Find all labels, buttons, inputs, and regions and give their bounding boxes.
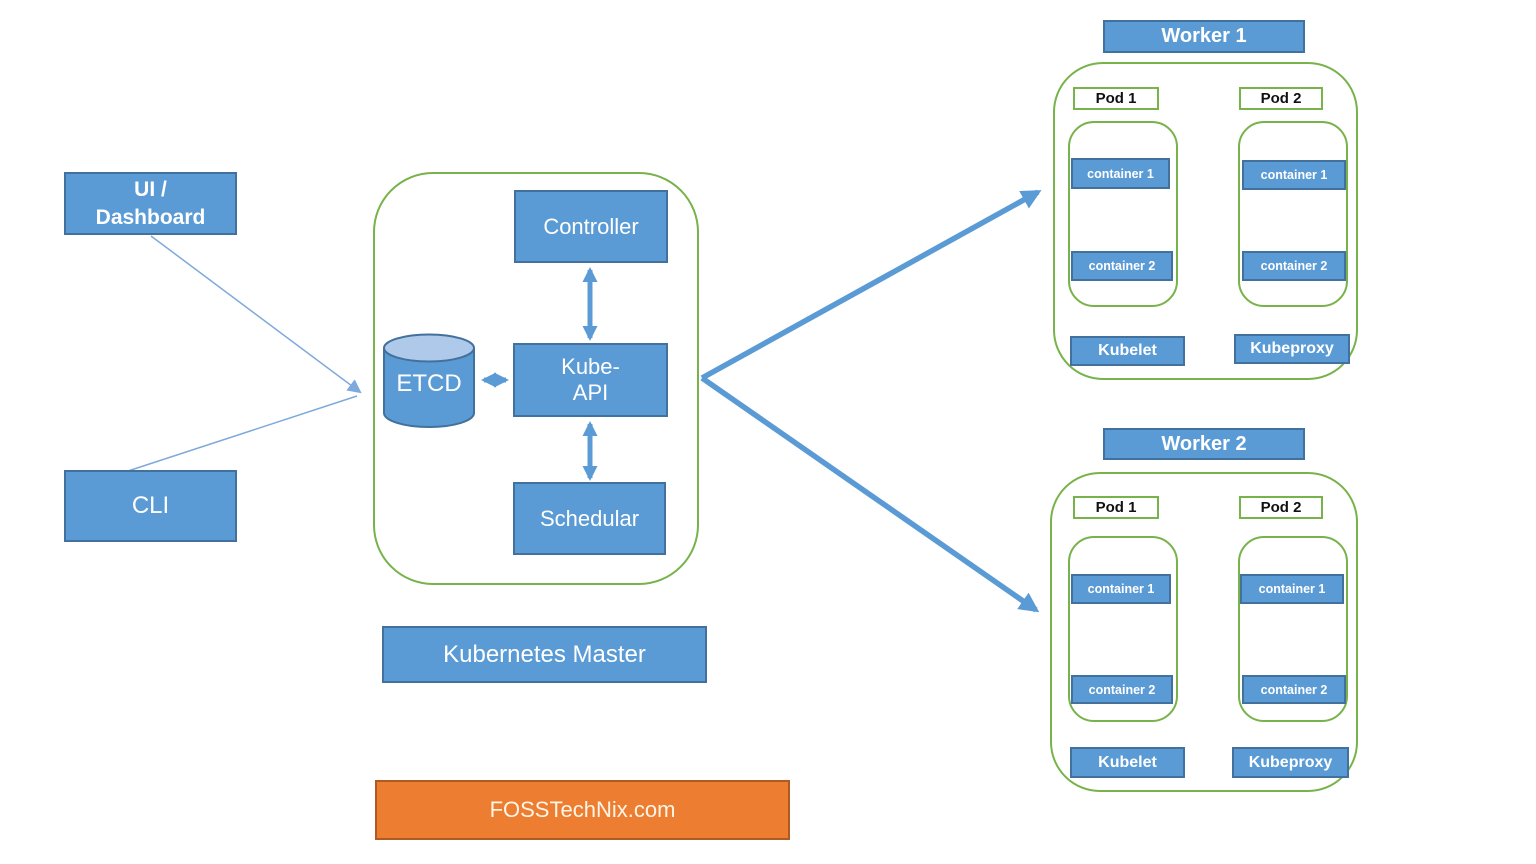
arrow-master-to-worker1 (700, 189, 1042, 381)
worker1-kubeproxy-box: Kubeproxy (1234, 334, 1350, 364)
arrow-ui-to-master (150, 235, 362, 394)
worker1-title-box: Worker 1 (1103, 20, 1305, 53)
arrow-cli-to-master (127, 395, 358, 472)
worker1-kubelet-label: Kubelet (1098, 342, 1157, 359)
etcd-cylinder: ETCD (382, 332, 476, 429)
ui-dashboard-box: UI / Dashboard (64, 172, 237, 235)
worker1-pod1-label-box: Pod 1 (1073, 87, 1159, 110)
worker2-kubelet-label: Kubelet (1098, 753, 1157, 771)
worker1-outline (1053, 62, 1358, 380)
worker1-pod2-container1-label: container 1 (1260, 168, 1328, 182)
worker1-pod1-label: Pod 1 (1095, 90, 1137, 107)
kube-api-line1: Kube- (561, 354, 620, 379)
ui-dashboard-line1: UI / (134, 177, 167, 201)
worker2-pod2-box (1238, 536, 1348, 722)
worker1-pod2-container2-label: container 2 (1260, 259, 1328, 273)
worker1-kubelet-box: Kubelet (1070, 336, 1185, 366)
etcd-database-icon (383, 333, 475, 428)
brand-label: FOSSTechNix.com (489, 797, 676, 822)
kubernetes-master-label: Kubernetes Master (443, 640, 646, 668)
worker1-pod2-container1: container 1 (1242, 160, 1346, 190)
schedular-label: Schedular (539, 505, 640, 531)
worker2-pod2-label-box: Pod 2 (1239, 496, 1323, 519)
arrow-master-to-worker2 (700, 375, 1040, 613)
controller-label: Controller (543, 213, 639, 239)
ui-dashboard-line2: Dashboard (95, 205, 206, 229)
worker1-pod2-box (1238, 121, 1348, 307)
cli-box: CLI (64, 470, 237, 542)
worker2-kubeproxy-box: Kubeproxy (1232, 747, 1349, 778)
worker1-pod2-label-box: Pod 2 (1239, 87, 1323, 110)
worker2-pod1-box (1068, 536, 1178, 722)
worker2-pod2-container2-label: container 2 (1260, 682, 1328, 697)
kube-api-box: Kube- API (513, 343, 668, 417)
controller-box: Controller (514, 190, 668, 263)
worker1-pod2-container2: container 2 (1242, 251, 1346, 281)
worker2-outline (1050, 472, 1358, 792)
worker1-kubeproxy-label: Kubeproxy (1250, 340, 1334, 357)
worker2-title: Worker 2 (1161, 432, 1247, 455)
worker2-kubeproxy-label: Kubeproxy (1248, 753, 1333, 771)
worker2-pod1-container1: container 1 (1071, 574, 1171, 604)
worker2-pod1-label-box: Pod 1 (1073, 496, 1159, 519)
etcd-label: ETCD (396, 370, 462, 397)
kube-api-line2: API (572, 380, 609, 405)
worker2-pod1-label: Pod 1 (1095, 499, 1137, 516)
worker2-pod2-container1: container 1 (1240, 574, 1344, 604)
worker1-pod1-box (1068, 121, 1178, 307)
worker1-pod1-container1: container 1 (1071, 158, 1170, 189)
cli-label: CLI (131, 492, 170, 519)
schedular-box: Schedular (513, 482, 666, 555)
worker2-pod1-container2: container 2 (1071, 675, 1173, 704)
worker2-pod1-container1-label: container 1 (1087, 582, 1155, 596)
worker2-pod2-label: Pod 2 (1260, 499, 1302, 516)
worker1-pod1-container1-label: container 1 (1087, 166, 1154, 181)
brand-banner: FOSSTechNix.com (375, 780, 790, 840)
worker1-title: Worker 1 (1161, 25, 1247, 47)
worker2-pod1-container2-label: container 2 (1088, 682, 1156, 697)
worker2-title-box: Worker 2 (1103, 428, 1305, 460)
worker2-pod2-container1-label: container 1 (1258, 582, 1326, 596)
worker1-pod1-container2-label: container 2 (1088, 259, 1156, 273)
worker1-pod1-container2: container 2 (1071, 251, 1173, 281)
worker2-kubelet-box: Kubelet (1070, 747, 1185, 778)
master-node-outline (373, 172, 699, 585)
kubernetes-master-caption: Kubernetes Master (382, 626, 707, 683)
worker1-pod2-label: Pod 2 (1260, 90, 1302, 107)
worker2-pod2-container2: container 2 (1242, 675, 1346, 704)
